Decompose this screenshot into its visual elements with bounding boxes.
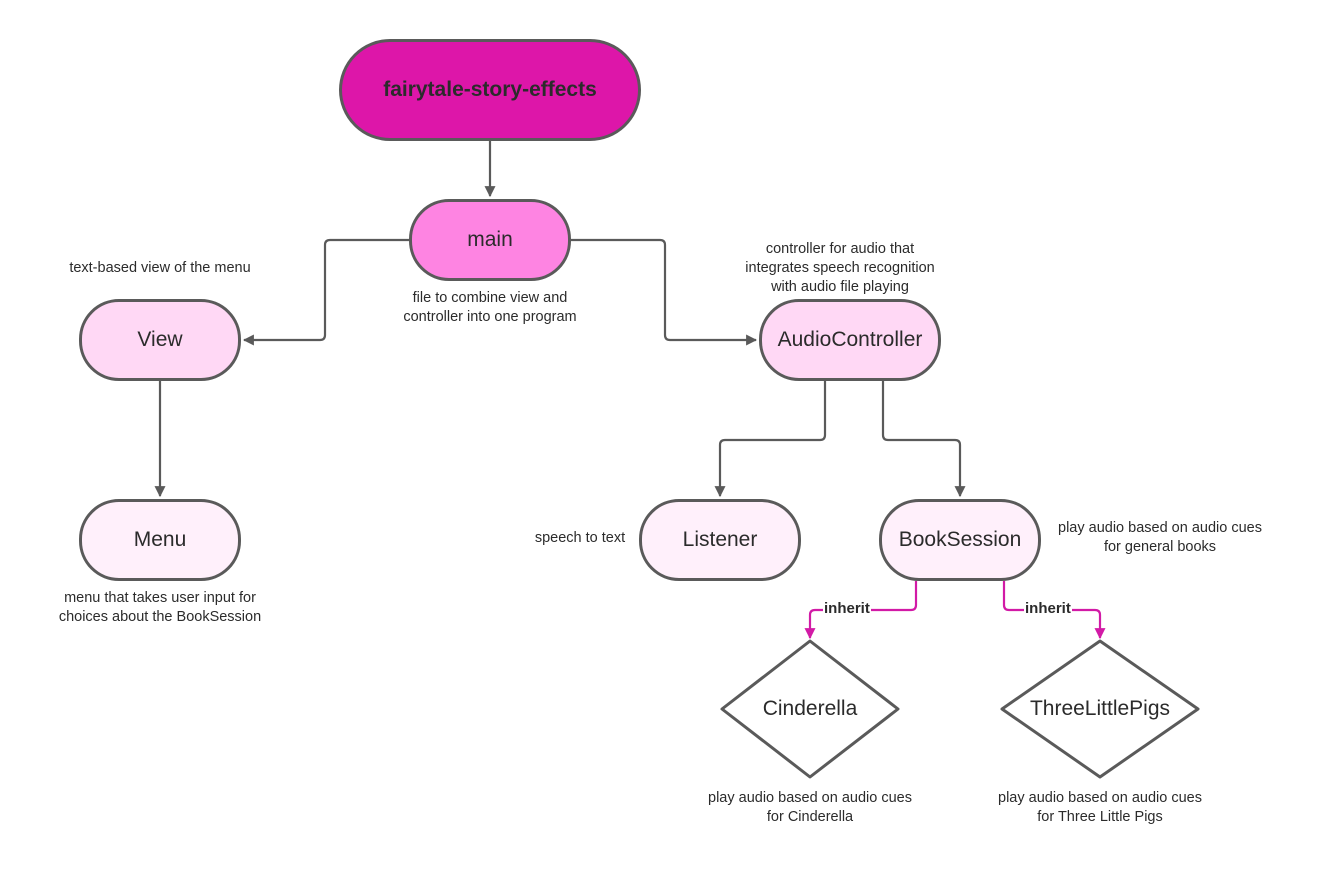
note-menu: menu that takes user input for choices a…	[58, 590, 262, 625]
node-cinderella[interactable]: Cinderella	[730, 690, 890, 728]
edge-main-view	[242, 238, 410, 346]
node-listener-label: Listener	[682, 528, 758, 551]
edge-label-inherit-pigs: inherit	[1024, 600, 1072, 617]
node-fairytale-story-effects-label: fairytale-story-effects	[383, 78, 597, 101]
node-view[interactable]: View	[79, 299, 241, 381]
node-audio-controller-label: AudioController	[777, 328, 923, 351]
node-menu-label: Menu	[133, 528, 187, 551]
cinderella-diamond-shape	[720, 639, 900, 779]
note-listener: speech to text	[534, 530, 626, 546]
node-listener[interactable]: Listener	[639, 499, 801, 581]
node-cinderella-label: Cinderella	[762, 697, 858, 720]
edge-audiocontroller-listener	[714, 381, 827, 498]
node-menu[interactable]: Menu	[79, 499, 241, 581]
note-audio-controller: controller for audio that integrates spe…	[745, 241, 935, 295]
node-audio-controller[interactable]: AudioController	[759, 299, 941, 381]
pigs-diamond-shape	[1000, 639, 1200, 779]
node-main[interactable]: main	[409, 199, 571, 281]
note-three-little-pigs: play audio based on audio cues for Three…	[998, 790, 1202, 825]
note-book-session: play audio based on audio cues for gener…	[1058, 520, 1262, 555]
note-main: file to combine view and controller into…	[403, 290, 577, 325]
note-view: text-based view of the menu	[69, 260, 251, 276]
node-fairytale-story-effects[interactable]: fairytale-story-effects	[339, 39, 641, 141]
node-main-label: main	[467, 228, 513, 251]
note-cinderella: play audio based on audio cues for Cinde…	[708, 790, 912, 825]
edge-main-audiocontroller	[570, 238, 758, 346]
node-book-session[interactable]: BookSession	[879, 499, 1041, 581]
node-book-session-label: BookSession	[898, 528, 1022, 551]
edge-audiocontroller-booksession	[881, 381, 966, 498]
node-three-little-pigs-label: ThreeLittlePigs	[1029, 697, 1171, 720]
node-three-little-pigs[interactable]: ThreeLittlePigs	[1010, 690, 1190, 728]
edge-label-inherit-cinderella: inherit	[823, 600, 871, 617]
node-view-label: View	[137, 328, 183, 351]
